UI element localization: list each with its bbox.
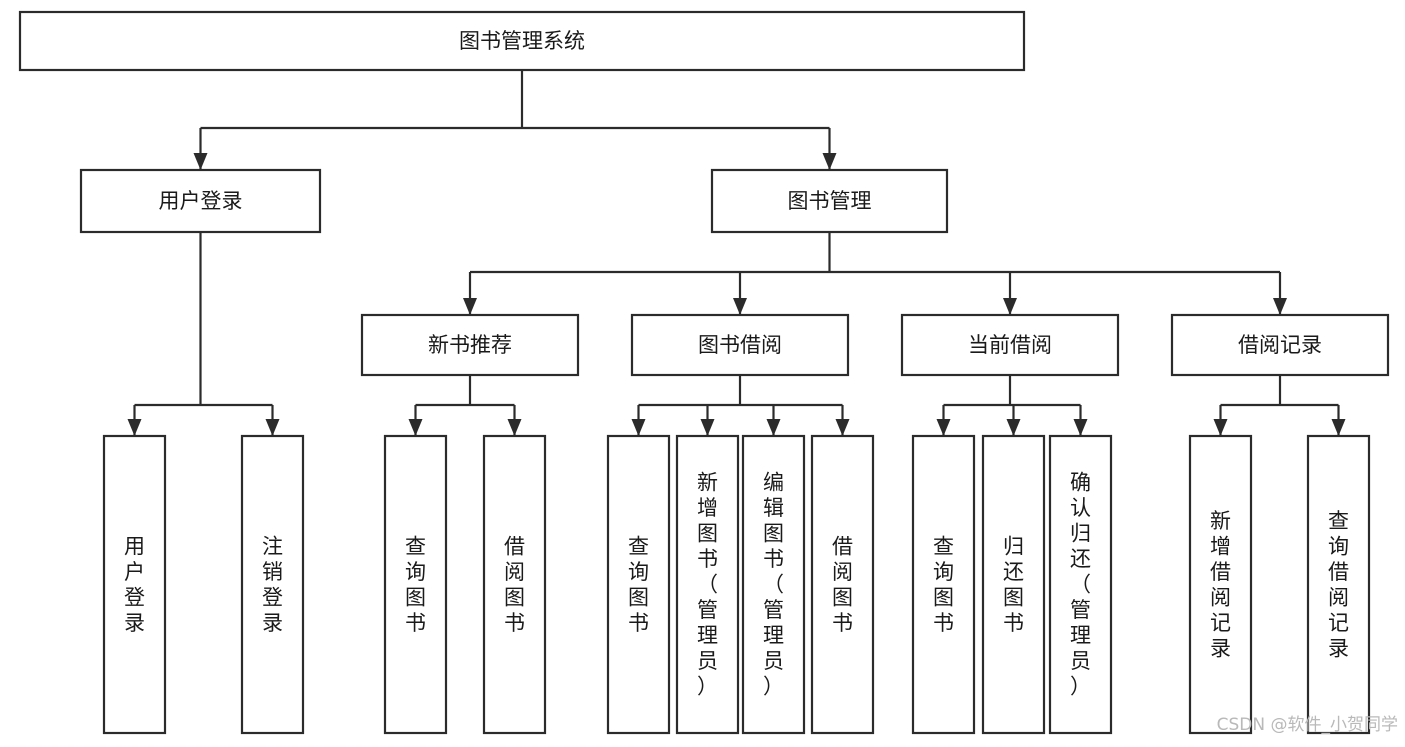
node-label: 新增图书（管理员）: [697, 471, 718, 699]
node-box: [102, 434, 167, 735]
node-box: [1188, 434, 1253, 735]
arrow-head-icon: [1331, 419, 1346, 436]
node-box: [741, 434, 806, 735]
node-book-borrow[interactable]: 图书借阅: [630, 313, 850, 377]
node-root[interactable]: 图书管理系统: [18, 10, 1026, 72]
arrow-head-icon: [1213, 419, 1228, 436]
arrow-head-icon: [822, 153, 837, 170]
node-label: 查询图书: [628, 534, 649, 635]
node-leaf-rec-borrow-book[interactable]: 借阅图书: [482, 434, 547, 735]
node-leaf-cur-query-book[interactable]: 查询图书: [911, 434, 976, 735]
node-box: [1306, 434, 1371, 735]
node-leaf-user-logout[interactable]: 注销登录: [240, 434, 305, 735]
node-box: [482, 434, 547, 735]
arrow-head-icon: [1006, 419, 1021, 436]
node-label: 借阅图书: [504, 534, 525, 635]
node-box: [675, 434, 740, 735]
node-book-manage[interactable]: 图书管理: [710, 168, 949, 234]
arrow-head-icon: [733, 298, 747, 315]
arrow-head-icon: [631, 419, 646, 436]
arrow-head-icon: [1003, 298, 1017, 315]
node-leaf-rec-query-record[interactable]: 查询借阅记录: [1306, 434, 1371, 735]
node-leaf-rec-add-record[interactable]: 新增借阅记录: [1188, 434, 1253, 735]
node-label: 注销登录: [262, 534, 283, 635]
node-label: 新增借阅记录: [1210, 509, 1231, 661]
node-box: [383, 434, 448, 735]
node-label: 归还图书: [1003, 534, 1024, 635]
node-label: 图书借阅: [698, 333, 782, 357]
arrow-head-icon: [936, 419, 951, 436]
node-leaf-borrow-add-book[interactable]: 新增图书（管理员）: [675, 434, 740, 735]
node-new-book-recommend[interactable]: 新书推荐: [360, 313, 580, 377]
watermark-label: CSDN @软件_小贺同学: [1217, 715, 1398, 735]
node-leaf-borrow-borrow-book[interactable]: 借阅图书: [810, 434, 875, 735]
arrow-head-icon: [193, 153, 208, 170]
node-label: 确认归还（管理员）: [1070, 471, 1091, 699]
node-leaf-user-login[interactable]: 用户登录: [102, 434, 167, 735]
connector-layer: [127, 70, 1346, 436]
node-box: [360, 313, 580, 377]
node-current-borrow[interactable]: 当前借阅: [900, 313, 1120, 377]
node-label: 用户登录: [124, 534, 145, 635]
arrow-head-icon: [766, 419, 781, 436]
arrow-head-icon: [835, 419, 850, 436]
arrow-head-icon: [408, 419, 423, 436]
node-box: [1170, 313, 1390, 377]
node-label: 当前借阅: [968, 333, 1052, 357]
node-box: [606, 434, 671, 735]
arrow-head-icon: [265, 419, 280, 436]
node-label: 查询借阅记录: [1328, 509, 1349, 661]
arrow-head-icon: [127, 419, 142, 436]
node-box: [630, 313, 850, 377]
node-label: 图书管理系统: [459, 29, 585, 53]
node-box: [240, 434, 305, 735]
node-label: 查询图书: [933, 534, 954, 635]
node-leaf-borrow-query-book[interactable]: 查询图书: [606, 434, 671, 735]
node-box: [18, 10, 1026, 72]
arrow-head-icon: [1073, 419, 1088, 436]
node-leaf-cur-confirm-return[interactable]: 确认归还（管理员）: [1048, 434, 1113, 735]
node-box: [810, 434, 875, 735]
node-box: [710, 168, 949, 234]
node-label: 查询图书: [405, 534, 426, 635]
node-box: [1048, 434, 1113, 735]
arrow-head-icon: [507, 419, 522, 436]
node-label: 图书管理: [788, 189, 872, 213]
node-leaf-cur-return-book[interactable]: 归还图书: [981, 434, 1046, 735]
node-label: 借阅图书: [832, 534, 853, 635]
node-leaf-borrow-edit-book[interactable]: 编辑图书（管理员）: [741, 434, 806, 735]
node-label: 借阅记录: [1238, 333, 1322, 357]
arrow-head-icon: [463, 298, 477, 315]
node-label: 新书推荐: [428, 333, 512, 357]
arrow-head-icon: [1273, 298, 1287, 315]
node-leaf-rec-query-book[interactable]: 查询图书: [383, 434, 448, 735]
node-box: [79, 168, 322, 234]
node-label: 用户登录: [159, 189, 243, 213]
node-layer: 图书管理系统用户登录图书管理新书推荐图书借阅当前借阅借阅记录用户登录注销登录查询…: [18, 10, 1390, 735]
node-box: [911, 434, 976, 735]
arrow-head-icon: [700, 419, 715, 436]
node-box: [900, 313, 1120, 377]
node-borrow-record[interactable]: 借阅记录: [1170, 313, 1390, 377]
node-user-login[interactable]: 用户登录: [79, 168, 322, 234]
node-label: 编辑图书（管理员）: [763, 471, 784, 699]
node-box: [981, 434, 1046, 735]
